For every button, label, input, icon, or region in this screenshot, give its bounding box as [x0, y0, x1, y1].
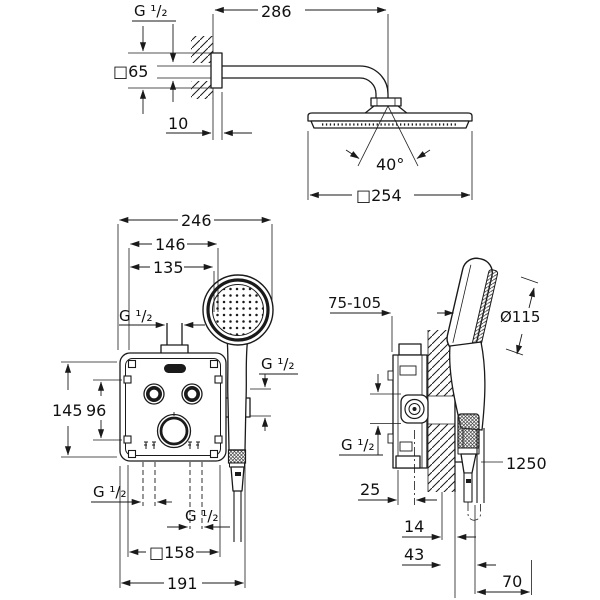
hand-shower-handle-side [449, 341, 486, 431]
shower-arm-inner [222, 77, 377, 99]
dim-hose-length: 1250 [506, 454, 547, 473]
trim-plate [125, 358, 221, 456]
holder-elbow-knurl [457, 413, 480, 451]
dim-front-overall-width: 246 [181, 211, 212, 230]
arm-dimension-lines: G ¹/₂ □65 286 10 40° □254 [113, 2, 473, 205]
hose-loop-centerline [467, 502, 481, 521]
dim-front-191: 191 [167, 574, 198, 593]
hand-shower-spray-face [212, 284, 264, 336]
plate-screws [123, 359, 223, 459]
dim-arm-projection: 286 [261, 2, 292, 21]
hose-nut [227, 449, 247, 464]
shower-arm-outer [222, 65, 389, 99]
dim-arm-escutcheon-size: □65 [113, 62, 148, 81]
grohe-logo [164, 364, 186, 373]
wall-hatch [191, 36, 213, 63]
dim-front-146: 146 [155, 235, 186, 254]
arm-nut [370, 97, 402, 107]
arm-escutcheon [210, 52, 223, 89]
dim-top-outlet-thread: G ¹/₂ [119, 307, 152, 325]
dim-side-43: 43 [404, 545, 424, 564]
thermostat-front-view: 246 146 135 G ¹/₂ 145 96 G ¹/₂ [52, 211, 298, 593]
button-right [181, 383, 203, 405]
hose-cone [230, 466, 245, 492]
hand-shower-side [446, 257, 499, 354]
button-left [143, 383, 165, 405]
dim-front-height-145: 145 [52, 401, 83, 420]
dim-side-14: 14 [404, 517, 424, 536]
dim-front-height-96: 96 [86, 401, 106, 420]
head-shower-face [310, 120, 470, 129]
dim-side-port-thread: G ¹/₂ [341, 436, 374, 454]
dim-side-70: 70 [502, 572, 522, 591]
dim-arm-thread: G ¹/₂ [134, 2, 167, 20]
thermostat-side-view: 1250 75-105 G ¹/₂ 25 14 43 [328, 257, 547, 598]
side-dimension-lines: 75-105 G ¹/₂ 25 14 43 7 [328, 276, 540, 598]
front-dimension-lines: 246 146 135 G ¹/₂ 145 96 G ¹/₂ [52, 211, 298, 593]
dim-inlet-left-thread: G ¹/₂ [93, 483, 126, 501]
dim-holder-thread: G ¹/₂ [261, 355, 294, 373]
hose-cone-side [460, 453, 477, 474]
dim-hand-shower-diameter: Ø115 [500, 308, 540, 326]
wall-hatch-side [428, 424, 455, 492]
dim-escutcheon-depth: 10 [168, 114, 188, 133]
head-shower-top [307, 112, 473, 122]
dim-depth-range: 75-105 [328, 294, 381, 312]
dim-front-135: 135 [153, 258, 184, 277]
dim-plate-size: □158 [149, 543, 195, 562]
dim-inlet-right-thread: G ¹/₂ [185, 507, 218, 525]
bottom-port-marks [144, 441, 200, 449]
hand-shower-handle [226, 335, 249, 451]
box-top-port [398, 343, 422, 356]
wall-hatch [191, 81, 213, 99]
dim-side-25: 25 [360, 480, 380, 499]
dim-spray-angle: 40° [376, 155, 404, 174]
dim-head-size: □254 [356, 186, 402, 205]
shower-arm-and-head-view: G ¹/₂ □65 286 10 40° □254 [113, 2, 473, 205]
